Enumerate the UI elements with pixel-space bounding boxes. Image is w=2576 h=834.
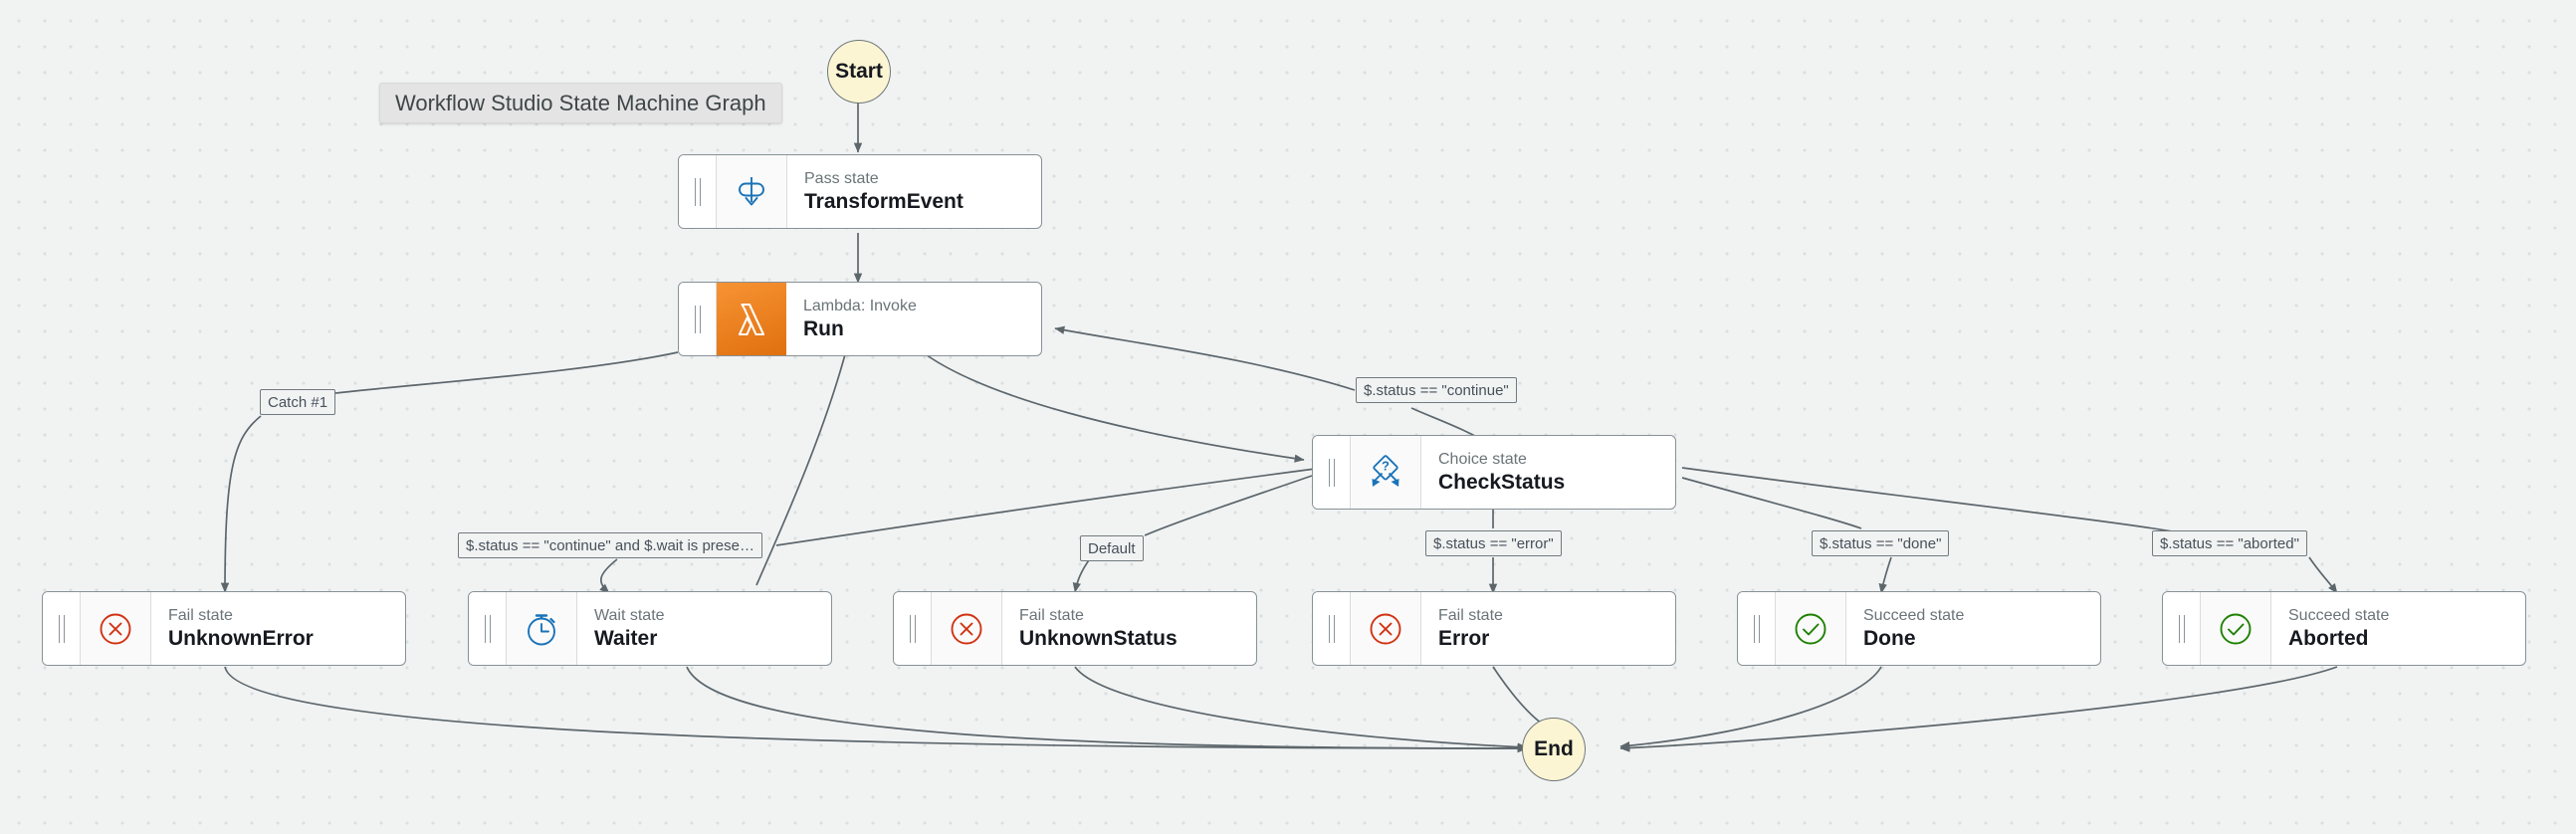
edge-done-to-end	[1619, 666, 1882, 750]
edge-run-to-catch1-label	[278, 351, 679, 403]
state-card-waiter[interactable]: Wait state Waiter	[468, 591, 832, 666]
succeed-state-icon	[2201, 592, 2271, 665]
start-node[interactable]: Start	[827, 40, 891, 104]
drag-handle-icon[interactable]	[2163, 592, 2201, 665]
state-card-done[interactable]: Succeed state Done	[1737, 591, 2101, 666]
state-name-label: Run	[803, 316, 844, 340]
edge-default-to-unknownstatus	[1072, 556, 1092, 593]
choice-state-icon: ?	[1351, 436, 1421, 509]
state-card-unknownerror[interactable]: Fail state UnknownError	[42, 591, 406, 666]
edge-aborted-to-end	[1619, 666, 2338, 752]
fail-state-icon	[932, 592, 1002, 665]
state-type-label: Fail state	[1438, 606, 1503, 624]
svg-text:?: ?	[1382, 458, 1390, 473]
state-name-label: Waiter	[594, 626, 658, 650]
state-name-label: CheckStatus	[1438, 470, 1566, 494]
lambda-icon	[717, 283, 786, 355]
pass-state-icon	[717, 155, 787, 228]
edge-unknownerror-to-end	[224, 666, 1528, 753]
state-type-label: Choice state	[1438, 450, 1527, 468]
state-card-aborted[interactable]: Succeed state Aborted	[2162, 591, 2526, 666]
edge-waiter-bottom-to-end	[686, 666, 1528, 753]
fail-state-icon	[1351, 592, 1421, 665]
edge-label-continue-wait[interactable]: $.status == "continue" and $.wait is pre…	[458, 532, 762, 558]
state-name-label: UnknownStatus	[1019, 626, 1178, 650]
drag-handle-icon[interactable]	[1313, 592, 1351, 665]
edge-done-to-donestate	[1878, 556, 1892, 594]
edge-label-error-cond[interactable]: $.status == "error"	[1425, 530, 1562, 556]
edge-checkstatus-to-done-label	[1681, 477, 1862, 529]
state-card-error[interactable]: Fail state Error	[1312, 591, 1676, 666]
state-card-unknownstatus[interactable]: Fail state UnknownStatus	[893, 591, 1257, 666]
drag-handle-icon[interactable]	[1313, 436, 1351, 509]
edge-catch1-to-unknownerror	[220, 415, 262, 593]
state-card-checkstatus[interactable]: ? Choice state CheckStatus	[1312, 435, 1676, 510]
state-type-label: Lambda: Invoke	[803, 297, 917, 314]
drag-handle-icon[interactable]	[1738, 592, 1776, 665]
end-node[interactable]: End	[1522, 718, 1586, 781]
graph-title: Workflow Studio State Machine Graph	[379, 83, 782, 123]
edge-label-continue[interactable]: $.status == "continue"	[1356, 377, 1517, 403]
edge-aborted-to-abortedstate	[2308, 556, 2338, 594]
edge-label-aborted-cond[interactable]: $.status == "aborted"	[2152, 530, 2307, 556]
edge-unknownstatus-to-end	[1074, 666, 1528, 751]
drag-handle-icon[interactable]	[679, 155, 717, 228]
drag-handle-icon[interactable]	[679, 283, 717, 355]
edge-continuewait-to-waiter	[599, 558, 618, 594]
edge-checkstatus-to-aborted-label	[1681, 467, 2173, 532]
edge-checkstatus-to-continuewait-label	[775, 467, 1324, 546]
succeed-state-icon	[1776, 592, 1846, 665]
state-name-label: TransformEvent	[804, 189, 964, 213]
state-type-label: Wait state	[594, 606, 665, 624]
state-type-label: Fail state	[168, 606, 233, 624]
edge-label-catch-1[interactable]: Catch #1	[260, 389, 336, 415]
state-type-label: Fail state	[1019, 606, 1084, 624]
state-type-label: Pass state	[804, 169, 879, 187]
edge-label-default[interactable]: Default	[1080, 535, 1144, 561]
state-card-transformevent[interactable]: Pass state TransformEvent	[678, 154, 1042, 229]
edge-checkstatus-to-default-label	[1144, 475, 1313, 536]
edge-waiter-to-run	[755, 342, 850, 586]
state-card-run[interactable]: Lambda: Invoke Run	[678, 282, 1042, 356]
state-name-label: Done	[1863, 626, 1916, 650]
fail-state-icon	[81, 592, 151, 665]
state-name-label: Aborted	[2288, 626, 2369, 650]
state-name-label: UnknownError	[168, 626, 314, 650]
state-name-label: Error	[1438, 626, 1490, 650]
edge-label-done-cond[interactable]: $.status == "done"	[1812, 530, 1950, 556]
wait-state-icon	[507, 592, 577, 665]
edge-continue-to-run	[1054, 325, 1356, 391]
drag-handle-icon[interactable]	[43, 592, 81, 665]
drag-handle-icon[interactable]	[469, 592, 507, 665]
drag-handle-icon[interactable]	[894, 592, 932, 665]
state-type-label: Succeed state	[2288, 606, 2390, 624]
state-type-label: Succeed state	[1863, 606, 1965, 624]
